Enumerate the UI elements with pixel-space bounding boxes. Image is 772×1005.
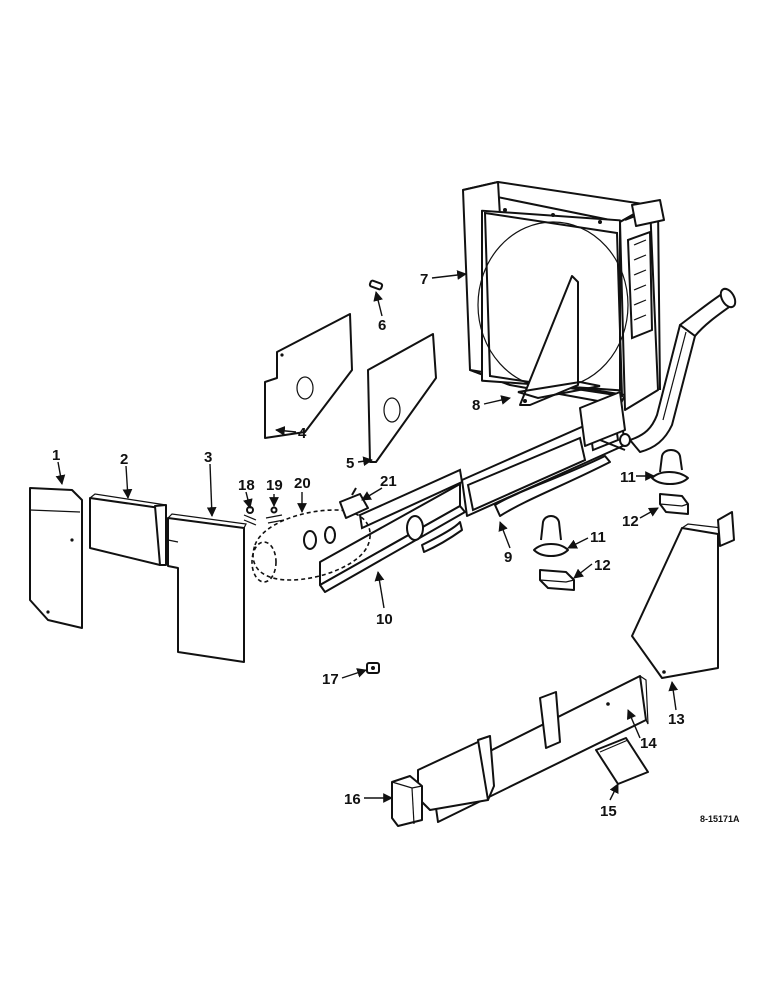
callout-21: 21 [380,473,397,490]
drawing-code: 8-15171A [700,814,740,824]
callout-3: 3 [204,449,212,466]
clamp-part-12-lower [539,569,575,591]
callout-16: 16 [344,791,361,808]
callout-5: 5 [346,455,354,472]
callout-15: 15 [600,803,617,820]
callout-12-lower: 12 [594,557,611,574]
muffler-part-20 [251,509,371,583]
callout-18: 18 [238,477,255,494]
bolt-part-19 [265,506,285,524]
leader-lines [55,270,679,803]
callout-7: 7 [420,271,428,288]
lower-panel-part-14 [417,675,649,823]
channel-part-9 [461,391,631,517]
callout-19: 19 [266,477,283,494]
radiator-shroud-part-7 [462,181,665,411]
callout-11-lower: 11 [590,529,606,546]
callout-13: 13 [668,711,685,728]
callout-9: 9 [504,549,512,566]
callout-20: 20 [294,475,311,492]
callout-17: 17 [322,671,339,688]
u-bolt-part-11-lower [533,515,569,557]
clamp-part-12-upper [659,493,689,515]
bracket-part-15 [595,737,649,785]
callout-12-upper: 12 [622,513,639,530]
callout-14: 14 [640,735,657,752]
callout-8: 8 [472,397,480,414]
callout-2: 2 [120,451,128,468]
side-panel-part-5 [367,333,437,463]
callout-4: 4 [298,425,307,442]
callout-10: 10 [376,611,393,628]
callout-11-upper: 11 [620,469,636,486]
side-shield-part-1 [29,487,83,629]
callout-1: 1 [52,447,60,464]
side-panel-part-4 [264,313,353,439]
panel-part-2 [89,493,167,566]
clip-part-6 [368,279,384,291]
callout-6: 6 [378,317,386,334]
u-bolt-part-11-upper [651,449,689,485]
block-part-16 [391,775,423,827]
exhaust-pipe [629,287,737,453]
hood-part-13 [631,511,735,679]
bolt-part-18 [243,506,257,526]
panel-part-3 [167,513,247,663]
nut-part-17 [366,662,380,674]
callout-labels: 1 2 3 4 5 6 7 8 9 10 11 11 12 12 13 14 1… [52,271,740,824]
brace-part-8 [517,275,601,406]
bracket-part-21 [339,487,369,519]
